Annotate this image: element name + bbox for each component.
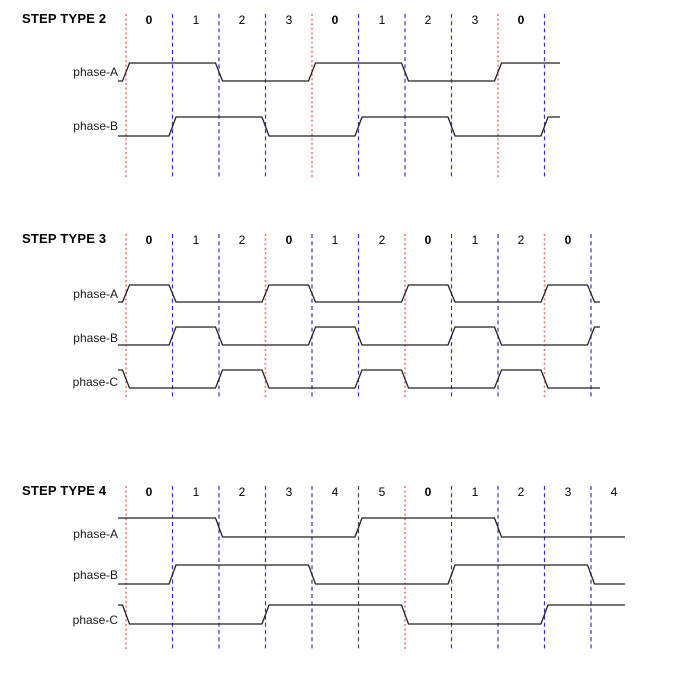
phase-label-phase-A: phase-A — [73, 527, 118, 541]
step-number-label: 2 — [517, 485, 525, 499]
step-number-label: 2 — [238, 233, 246, 247]
step-number-label: 0 — [517, 13, 525, 27]
step-number-label: 0 — [331, 13, 339, 27]
step-number-label: 1 — [471, 233, 479, 247]
step-number-label: 5 — [378, 485, 386, 499]
step-number-label: 1 — [378, 13, 386, 27]
phase-label-phase-B: phase-B — [73, 119, 118, 133]
step-number-label: 1 — [192, 233, 200, 247]
waveform-step-type-3-phase-B — [118, 326, 600, 346]
step-number-label: 2 — [238, 485, 246, 499]
step-number-label: 1 — [471, 485, 479, 499]
phase-label-phase-C: phase-C — [72, 375, 118, 389]
step-number-label: 2 — [238, 13, 246, 27]
step-number-label: 4 — [610, 485, 618, 499]
phase-label-phase-B: phase-B — [73, 331, 118, 345]
phase-label-phase-A: phase-A — [73, 65, 118, 79]
step-number-label: 0 — [145, 233, 153, 247]
waveform-step-type-3-phase-C — [118, 369, 600, 389]
waveform-step-type-4-phase-C — [118, 604, 625, 625]
block-title-step-type-2: STEP TYPE 2 — [22, 11, 107, 26]
step-number-label: 1 — [192, 485, 200, 499]
step-number-label: 0 — [145, 13, 153, 27]
waveform-step-type-4-phase-B — [118, 564, 625, 585]
phase-label-phase-C: phase-C — [72, 613, 118, 627]
waveform-step-type-2-phase-B — [118, 116, 560, 137]
phase-label-phase-B: phase-B — [73, 568, 118, 582]
step-number-label: 3 — [285, 485, 293, 499]
step-number-label: 2 — [517, 233, 525, 247]
waveform-step-type-2-phase-A — [118, 62, 560, 82]
step-number-label: 4 — [331, 485, 339, 499]
step-number-label: 2 — [424, 13, 432, 27]
step-number-label: 2 — [378, 233, 386, 247]
step-number-label: 0 — [564, 233, 572, 247]
phase-label-phase-A: phase-A — [73, 287, 118, 301]
step-number-label: 1 — [192, 13, 200, 27]
step-number-label: 0 — [424, 233, 432, 247]
block-title-step-type-3: STEP TYPE 3 — [22, 231, 107, 246]
step-number-label: 0 — [285, 233, 293, 247]
waveform-step-type-4-phase-A — [118, 517, 625, 538]
step-number-label: 1 — [331, 233, 339, 247]
block-title-step-type-4: STEP TYPE 4 — [22, 483, 107, 498]
step-number-label: 3 — [285, 13, 293, 27]
step-number-label: 0 — [145, 485, 153, 499]
waveform-step-type-3-phase-A — [118, 284, 600, 303]
step-number-label: 3 — [564, 485, 572, 499]
step-number-label: 3 — [471, 13, 479, 27]
step-number-label: 0 — [424, 485, 432, 499]
